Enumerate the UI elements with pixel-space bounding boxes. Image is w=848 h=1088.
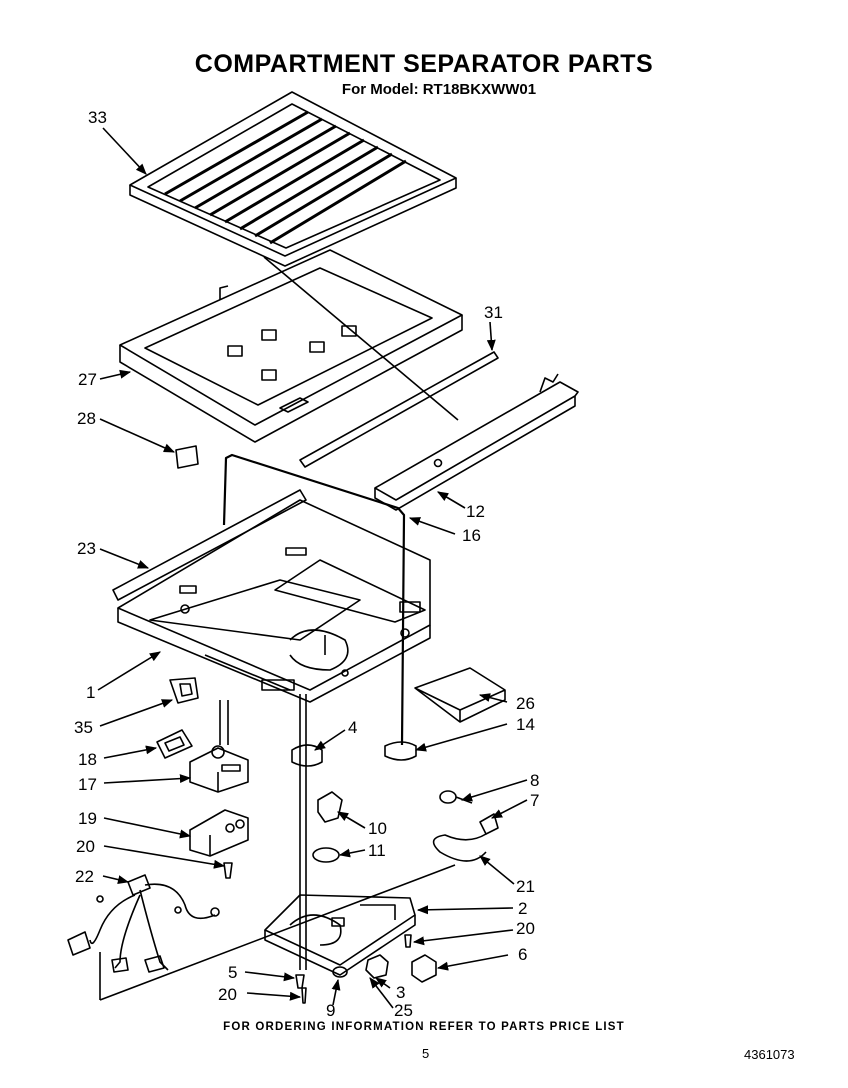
callout-6: 6 bbox=[518, 945, 527, 964]
retainer-bracket-part bbox=[374, 373, 579, 511]
document-number: 4361073 bbox=[744, 1047, 795, 1062]
callout-9: 9 bbox=[326, 1001, 335, 1020]
page-number: 5 bbox=[422, 1046, 430, 1061]
terminal-part bbox=[479, 813, 499, 835]
callout-17: 17 bbox=[78, 775, 97, 794]
cap-part bbox=[332, 966, 348, 978]
callout-18: 18 bbox=[78, 750, 97, 769]
seal-strip-part bbox=[299, 351, 499, 468]
separator-body-part bbox=[112, 489, 431, 703]
damper-housing-part bbox=[189, 745, 249, 793]
callout-20-bottom: 20 bbox=[218, 985, 237, 1004]
page-title: COMPARTMENT SEPARATOR PARTS bbox=[194, 50, 654, 78]
callout-10: 10 bbox=[368, 819, 387, 838]
callout-8: 8 bbox=[530, 771, 539, 790]
callout-2: 2 bbox=[518, 899, 527, 918]
callout-3: 3 bbox=[396, 983, 405, 1002]
callout-20-left: 20 bbox=[76, 837, 95, 856]
callout-26: 26 bbox=[516, 694, 535, 713]
wire-harness-part bbox=[67, 874, 220, 1000]
heater-wire-part bbox=[222, 453, 406, 746]
callout-25: 25 bbox=[394, 1001, 413, 1020]
light-socket-part bbox=[411, 954, 437, 983]
block-part bbox=[175, 445, 199, 469]
ordering-note: FOR ORDERING INFORMATION REFER TO PARTS … bbox=[223, 1021, 625, 1033]
callout-22: 22 bbox=[75, 867, 94, 886]
callout-12: 12 bbox=[466, 502, 485, 521]
callout-numbers: 33 31 27 28 12 16 23 1 26 35 4 14 18 17 … bbox=[74, 108, 539, 1020]
callout-28: 28 bbox=[77, 409, 96, 428]
callout-27: 27 bbox=[78, 370, 97, 389]
callout-31: 31 bbox=[484, 303, 503, 322]
screws bbox=[223, 862, 412, 1004]
insulation-part bbox=[414, 667, 506, 723]
grommet-part bbox=[384, 741, 417, 761]
thermostat-part bbox=[317, 791, 343, 823]
leader-lines bbox=[97, 127, 528, 1009]
callout-35: 35 bbox=[74, 718, 93, 737]
clip-part bbox=[169, 677, 199, 704]
damper-control-part bbox=[189, 809, 249, 857]
knob-part bbox=[312, 847, 340, 863]
callout-21: 21 bbox=[516, 877, 535, 896]
gasket-part bbox=[156, 729, 193, 759]
callout-33: 33 bbox=[88, 108, 107, 127]
callout-20-right: 20 bbox=[516, 919, 535, 938]
shaft-seal-part bbox=[291, 744, 323, 767]
callout-16: 16 bbox=[462, 526, 481, 545]
shelf-grille-part bbox=[129, 91, 457, 267]
callout-14: 14 bbox=[516, 715, 535, 734]
model-subtitle: For Model: RT18BKXWW01 bbox=[341, 81, 537, 98]
control-housing-part bbox=[264, 894, 416, 976]
jumper-wire-part bbox=[432, 833, 487, 862]
terminal-ring-part bbox=[439, 790, 473, 804]
callout-4: 4 bbox=[348, 718, 357, 737]
callout-19: 19 bbox=[78, 809, 97, 828]
callout-1: 1 bbox=[86, 683, 95, 702]
callout-11: 11 bbox=[368, 841, 386, 860]
separator-tray-part bbox=[119, 249, 463, 443]
callout-23: 23 bbox=[77, 539, 96, 558]
callout-7: 7 bbox=[530, 791, 539, 810]
switch-part bbox=[365, 954, 389, 979]
callout-5: 5 bbox=[228, 963, 237, 982]
